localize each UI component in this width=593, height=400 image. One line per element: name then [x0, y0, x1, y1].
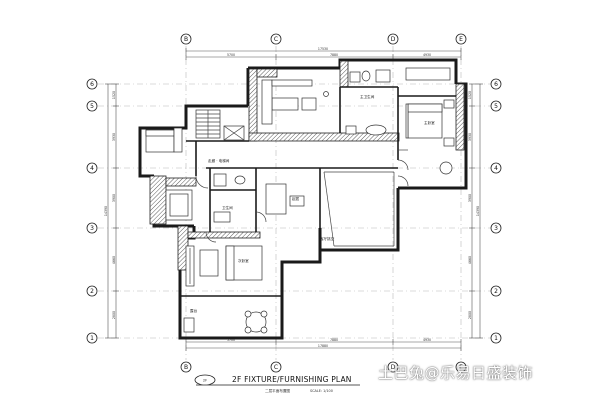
master-bedroom-furniture: [405, 99, 455, 175]
svg-text:6: 6: [494, 81, 498, 88]
room-label-balcony: 露台: [190, 308, 198, 313]
svg-text:4930: 4930: [423, 53, 431, 57]
room-label-living: 起居: [292, 196, 300, 201]
left-dimension-chain: 14390 1520 3930 3900 4660 2800: [104, 83, 119, 339]
svg-text:5700: 5700: [227, 338, 235, 342]
grid-bubble-c-bottom: C: [270, 361, 282, 373]
svg-text:1520: 1520: [468, 91, 472, 99]
grid-bubble-4-right: 4: [490, 162, 502, 174]
svg-text:2: 2: [494, 288, 498, 295]
svg-text:3900: 3900: [468, 194, 472, 202]
svg-text:2800: 2800: [112, 311, 116, 319]
svg-text:D: D: [391, 36, 396, 43]
svg-text:4: 4: [494, 165, 498, 172]
svg-text:3930: 3930: [112, 133, 116, 141]
drawing-scale: SCALE: 1/100: [310, 389, 333, 393]
room-label-bath-2: 卫生间: [222, 205, 233, 210]
right-total-dim: 14390: [476, 206, 480, 216]
svg-text:B: B: [184, 364, 188, 371]
top-total-dim: 17530: [318, 47, 328, 51]
left-total-dim: 14390: [104, 206, 108, 216]
svg-text:1520: 1520: [112, 91, 116, 99]
svg-text:6: 6: [90, 81, 94, 88]
room-label-corridor: 走廊 · 电梯间: [208, 158, 230, 163]
svg-text:3: 3: [90, 225, 94, 232]
svg-text:E: E: [459, 364, 463, 371]
svg-text:2: 2: [90, 288, 94, 295]
bottom-total-dim: 17880: [318, 344, 328, 348]
svg-text:1: 1: [90, 335, 94, 342]
structural-hatched-walls: [149, 60, 465, 271]
kitchen-island: [261, 79, 317, 125]
svg-text:5: 5: [90, 103, 94, 110]
grid-bubble-6-right: 6: [490, 78, 502, 90]
svg-text:1: 1: [494, 335, 498, 342]
svg-text:C: C: [274, 36, 278, 43]
svg-text:4660: 4660: [112, 256, 116, 264]
grid-bubble-4-left: 4: [86, 162, 98, 174]
grid-bubble-e-bottom: E: [455, 361, 467, 373]
bottom-dimension-chain: 5700 7880 4930 17880: [185, 338, 462, 351]
bedroom-2-furniture: [185, 245, 263, 287]
sheet-tag: 2F: [203, 379, 207, 383]
grid-bubble-1-right: 1: [490, 332, 502, 344]
drawing-title: 2F FIXTURE/FURNISHING PLAN: [232, 375, 352, 384]
grid-bubble-5-left: 5: [86, 100, 98, 112]
living-furniture: [265, 183, 305, 215]
grid-bubble-c-top: C: [270, 33, 282, 45]
room-label-void: 客厅挑空: [320, 236, 335, 241]
grid-bubble-3-right: 3: [490, 222, 502, 234]
grid-bubble-6-left: 6: [86, 78, 98, 90]
elevator-shaft: [223, 125, 245, 141]
room-label-bedroom-2: 次卧室: [238, 258, 249, 263]
svg-text:4: 4: [90, 165, 94, 172]
grid-bubble-2-left: 2: [86, 285, 98, 297]
right-dimension-chain: 1520 3930 3900 4660 2800 14390: [468, 83, 483, 339]
grid-bubble-5-right: 5: [490, 100, 502, 112]
master-bath-fixtures: [323, 67, 451, 136]
grid-bubble-e-top: E: [455, 33, 467, 45]
grid-bubble-d-bottom: D: [387, 361, 399, 373]
top-dimension-chain: 17530 5700 7880 4930: [185, 47, 462, 60]
grid-bubble-3-left: 3: [86, 222, 98, 234]
svg-text:3900: 3900: [112, 194, 116, 202]
svg-text:B: B: [184, 36, 188, 43]
svg-text:4930: 4930: [423, 338, 431, 342]
svg-text:C: C: [274, 364, 278, 371]
svg-text:7880: 7880: [330, 53, 338, 57]
staircase: [195, 109, 221, 139]
grid-bubble-d-top: D: [387, 33, 399, 45]
grid-bubble-b-top: B: [180, 33, 192, 45]
grid-bubble-1-left: 1: [86, 332, 98, 344]
grid-bubble-2-right: 2: [490, 285, 502, 297]
title-block: 2F 2F FIXTURE/FURNISHING PLAN 二层平面布置图 SC…: [194, 374, 360, 393]
svg-text:5700: 5700: [227, 53, 235, 57]
door-swings: [195, 149, 409, 243]
svg-text:3: 3: [494, 225, 498, 232]
left-middle-furniture: [165, 189, 193, 221]
interior-partitions: [180, 86, 456, 297]
svg-text:5: 5: [494, 103, 498, 110]
svg-text:D: D: [391, 364, 396, 371]
svg-text:3930: 3930: [468, 133, 472, 141]
svg-text:E: E: [459, 36, 463, 43]
left-bedroom-furniture: [145, 127, 183, 153]
svg-text:4660: 4660: [468, 256, 472, 264]
svg-text:7880: 7880: [330, 338, 338, 342]
grid-bubble-b-bottom: B: [180, 361, 192, 373]
svg-text:2800: 2800: [468, 311, 472, 319]
watermark-text: 土巴兔@乐易日盛装饰: [378, 364, 534, 382]
room-label-master-bedroom: 主卧室: [424, 120, 435, 125]
drawing-subtitle: 二层平面布置图: [265, 388, 291, 393]
balcony-furniture: [183, 310, 268, 334]
room-label-master-bath: 主卫生间: [360, 94, 375, 99]
bath-2-fixtures: [213, 173, 246, 223]
